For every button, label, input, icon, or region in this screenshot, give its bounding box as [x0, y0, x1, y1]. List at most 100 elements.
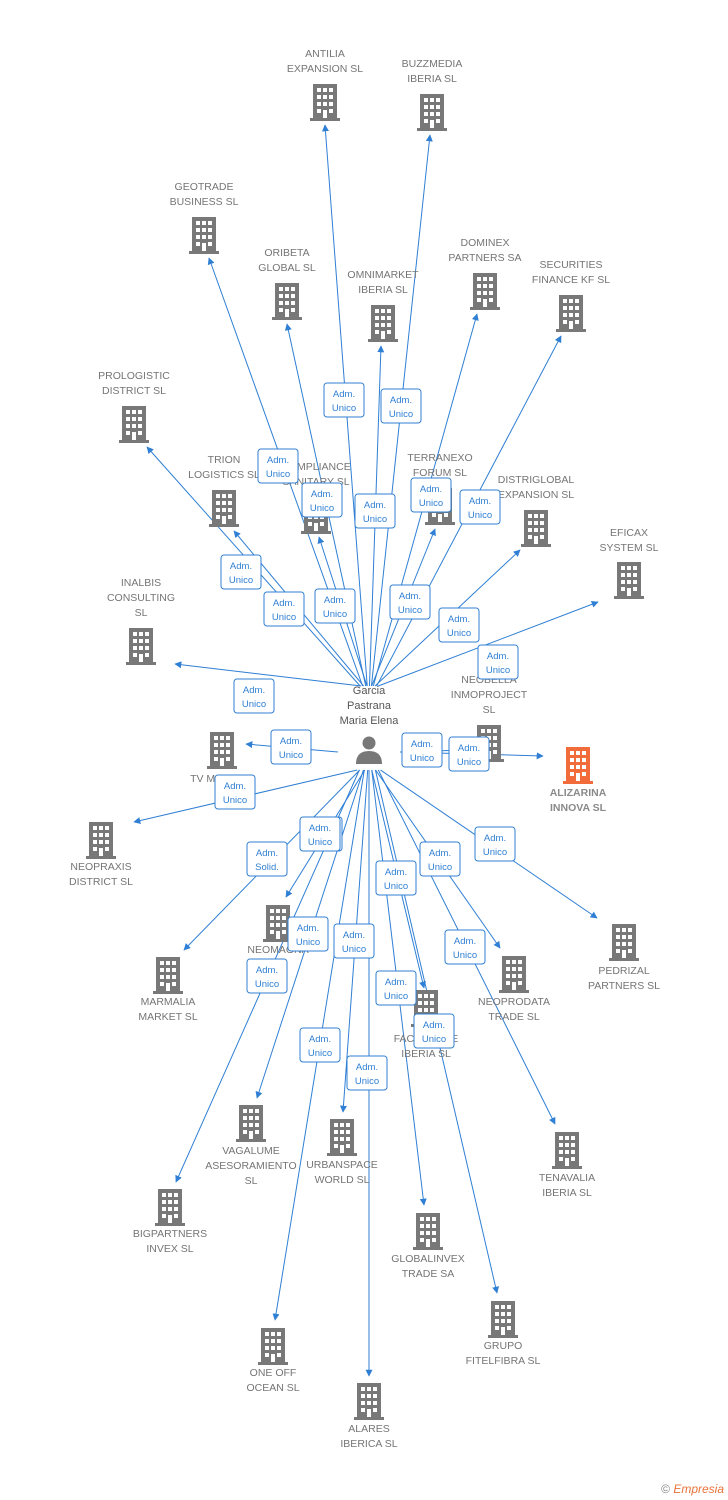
edge-label-text: Unico	[229, 575, 253, 586]
edge-label-box	[444, 929, 486, 965]
edge-label-urbanspace: Adm.Unico	[333, 923, 375, 959]
company-name-line: INVEX SL	[146, 1243, 193, 1255]
edge-label-oneoff: Adm.Unico	[299, 1027, 341, 1063]
edge-label-text: Adm.	[484, 833, 506, 844]
edge-label-compliance: Adm.Unico	[314, 588, 356, 624]
edge-label-text: Adm.	[420, 484, 442, 495]
edge-label-text: Adm.	[267, 455, 289, 466]
edge-label-prologistic: Adm.Unico	[220, 554, 262, 590]
edge-label-box	[220, 554, 262, 590]
building-icon	[614, 562, 644, 599]
building-icon	[153, 957, 183, 994]
edge-label-box	[346, 1055, 388, 1091]
edge-label-box	[246, 841, 288, 877]
company-name-line: DOMINEX	[460, 237, 509, 249]
building-icon	[272, 283, 302, 320]
company-name-line: OMNIMARKET	[347, 269, 419, 281]
edge-label-box	[257, 448, 299, 484]
edge-label-text: Unico	[266, 469, 290, 480]
company-name-line: EFICAX	[610, 527, 648, 539]
edge-label-text: Unico	[296, 937, 320, 948]
edge-label-neoprodata: Adm.Unico	[444, 929, 486, 965]
company-name-line: GEOTRADE	[175, 181, 234, 193]
edge-label-box	[214, 774, 256, 810]
edge-label-text: Adm.	[429, 848, 451, 859]
edge-label-box	[389, 584, 431, 620]
edge-label-factorage: Adm.Unico	[375, 970, 417, 1006]
building-icon	[354, 1383, 384, 1420]
edge-label-text: Adm.	[256, 965, 278, 976]
edge-label-text: Unico	[486, 665, 510, 676]
edge-label-text: Adm.	[390, 395, 412, 406]
edge-label-tenavalia: Adm.Unico	[419, 841, 461, 877]
edge-label-box	[299, 1027, 341, 1063]
company-name-line: CONSULTING	[107, 592, 175, 604]
building-icon	[189, 217, 219, 254]
building-icon	[552, 1132, 582, 1169]
edge-label-text: Adm.	[309, 1034, 331, 1045]
edge-label-box	[401, 732, 443, 768]
company-name-line: EXPANSION SL	[498, 489, 574, 501]
building-icon	[86, 822, 116, 859]
edge-label-terranexo: Adm.Unico	[389, 584, 431, 620]
edge-label-alizarina: Adm.Unico	[401, 732, 443, 768]
company-name-line: MARMALIA	[141, 996, 196, 1008]
edge-label-box	[233, 678, 275, 714]
edge-label-grupo: Adm.Unico	[413, 1013, 455, 1049]
edge-label-text: Unico	[223, 795, 247, 806]
edge-label-box	[287, 916, 329, 952]
edge-label-text: Adm.	[385, 867, 407, 878]
company-node-alizarina[interactable]: ALIZARINA INNOVA SL	[550, 747, 607, 814]
company-name-line: INNOVA SL	[550, 802, 607, 814]
person-icon	[356, 736, 382, 764]
company-name-line: EXPANSION SL	[287, 63, 363, 75]
edge-label-antilia: Adm.Unico	[323, 382, 365, 418]
edge-label-dominex: Adm.Unico	[410, 477, 452, 513]
edge-label-text: Solid.	[255, 862, 279, 873]
edge-label-text: Unico	[447, 628, 471, 639]
building-icon	[413, 1213, 443, 1250]
edge-label-geotrade: Adm. Unico	[257, 448, 299, 484]
footer-brand: © Empresia	[661, 1482, 724, 1496]
building-icon	[368, 305, 398, 342]
company-name-line: ALIZARINA	[550, 787, 607, 799]
edge-label-text: Adm.	[454, 936, 476, 947]
edge-label-text: Unico	[384, 881, 408, 892]
edge-label-text: Adm.	[256, 848, 278, 859]
edge-label-distriglobal: Adm.Unico	[438, 607, 480, 643]
company-name-line: PARTNERS SL	[588, 980, 660, 992]
edge-label-text: Unico	[272, 612, 296, 623]
company-name-line: TENAVALIA	[539, 1172, 595, 1184]
edge-label-text: Adm.	[458, 743, 480, 754]
company-name-line: OCEAN SL	[246, 1382, 299, 1394]
building-icon	[310, 84, 340, 121]
